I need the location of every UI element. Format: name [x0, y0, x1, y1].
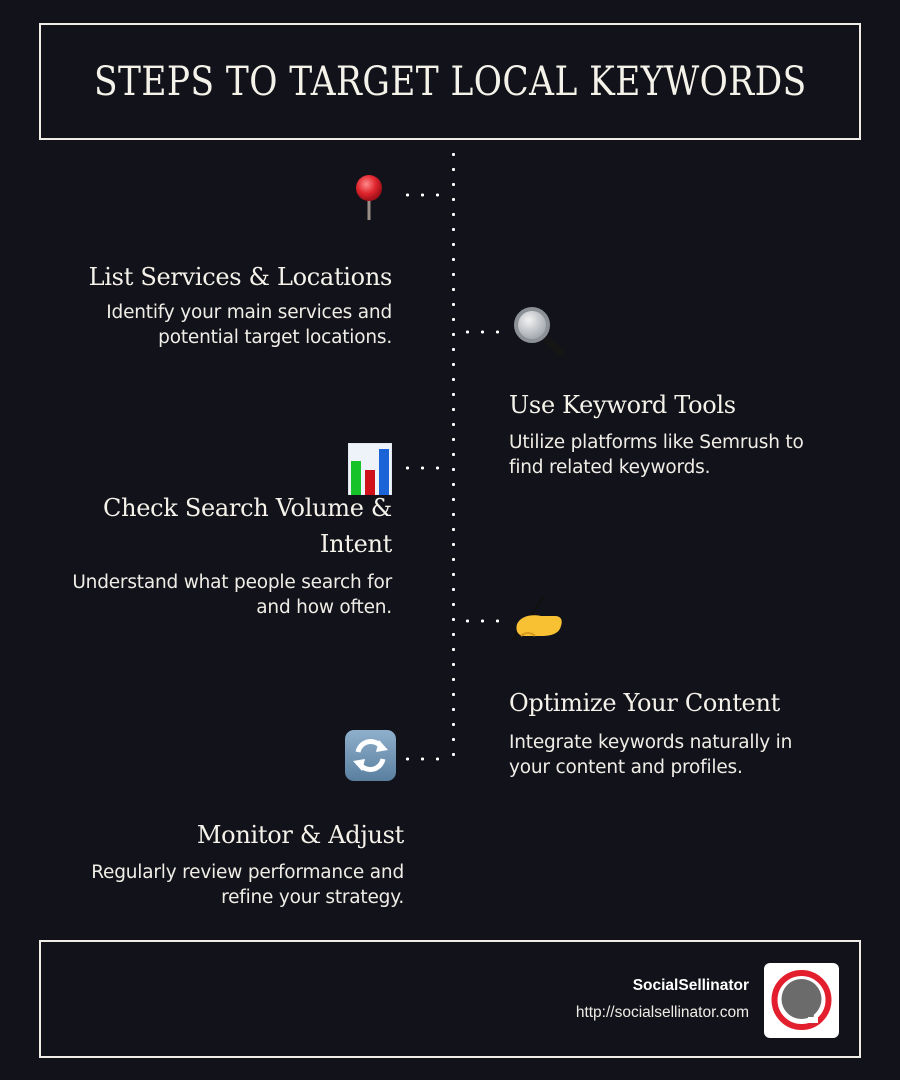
step-title: Check Search Volume & Intent [103, 494, 392, 558]
connector-step-4 [460, 619, 506, 623]
bar-chart-icon [348, 443, 392, 495]
connector-step-3 [400, 466, 446, 470]
step-description: Regularly review performance and refine … [91, 862, 404, 908]
step-title: Optimize Your Content [509, 689, 780, 717]
refresh-arrows-icon [345, 730, 396, 781]
connector-step-5 [400, 757, 446, 761]
magnifying-glass-icon [514, 307, 565, 357]
step-description: Understand what people search for and ho… [72, 572, 392, 618]
connector-step-2 [460, 330, 506, 334]
connector-step-1 [400, 193, 446, 197]
page-title: STEPS TO TARGET LOCAL KEYWORDS [93, 58, 807, 105]
step-title: Use Keyword Tools [509, 391, 736, 419]
step-title: Monitor & Adjust [196, 821, 404, 849]
footer: SocialSellinator http://socialsellinator… [39, 940, 861, 1058]
writing-hand-icon [511, 597, 562, 641]
timeline-dotted-line [452, 147, 455, 762]
brand-url-link[interactable]: http://socialsellinator.com [575, 1004, 749, 1021]
title-box: STEPS TO TARGET LOCAL KEYWORDS [39, 23, 861, 140]
round-pushpin-icon [356, 175, 382, 220]
socialsellinator-logo-icon [764, 963, 839, 1038]
step-description: Integrate keywords naturally in your con… [509, 732, 793, 778]
step-description: Identify your main services and potentia… [106, 302, 392, 348]
brand-name: SocialSellinator [632, 977, 749, 994]
speech-bubble-logo-icon [771, 970, 832, 1030]
step-title: List Services & Locations [88, 263, 393, 291]
step-description: Utilize platforms like Semrush to find r… [509, 432, 804, 478]
